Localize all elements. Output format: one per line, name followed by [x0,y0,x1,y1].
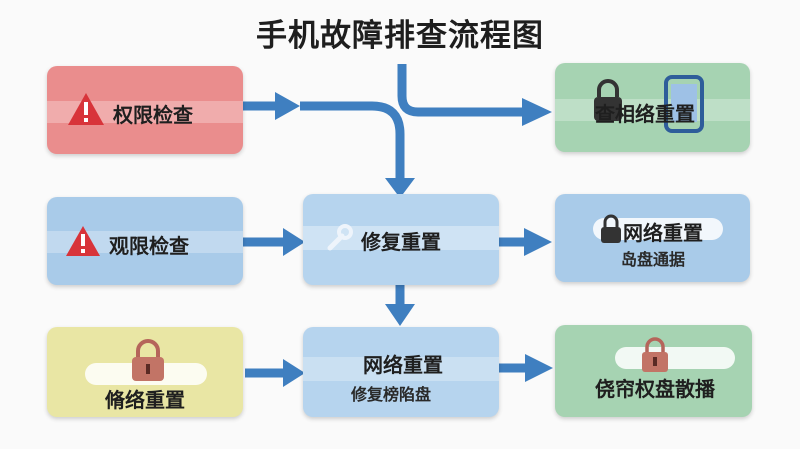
node-network-reset-right: 网络重置 岛盘通据 [555,194,750,282]
node-repair-reset: 修复重置 [303,194,499,285]
arrow-split-to-repair [300,101,405,180]
diagram-title: 手机故障排查流程图 [256,18,544,54]
lock-icon [601,214,621,243]
node-label: 观限检查 [109,234,189,258]
node-bottom-right: 侥帘权盘散播 [555,325,752,417]
node-label: 脩络重置 [105,388,185,412]
node-top-right: 查相络重置 [555,63,750,152]
lock-icon [642,337,668,372]
node-network-reset-center: 网络重置 修复榜陷盘 [303,327,499,417]
node-sublabel: 修复榜陷盘 [351,385,432,404]
phone-icon [664,75,704,133]
node-sublabel: 岛盘通据 [621,250,686,269]
arrow-top-to-right [397,64,522,117]
node-permission-check-2: 观限检查 [47,197,243,285]
node-label: 权限检查 [113,103,193,127]
lock-icon [594,79,622,121]
warning-icon [66,226,100,256]
node-label: 查相络重置 [595,102,695,126]
node-label: 网络重置 [623,221,703,245]
node-bottom-left: 脩络重置 [47,327,243,417]
lock-icon [132,339,164,381]
node-label: 侥帘权盘散播 [595,377,715,401]
warning-icon [68,93,104,125]
node-label: 网络重置 [363,353,443,377]
node-permission-check: 权限检查 [47,66,243,154]
wrench-icon [327,224,353,251]
node-label: 修复重置 [361,230,441,254]
